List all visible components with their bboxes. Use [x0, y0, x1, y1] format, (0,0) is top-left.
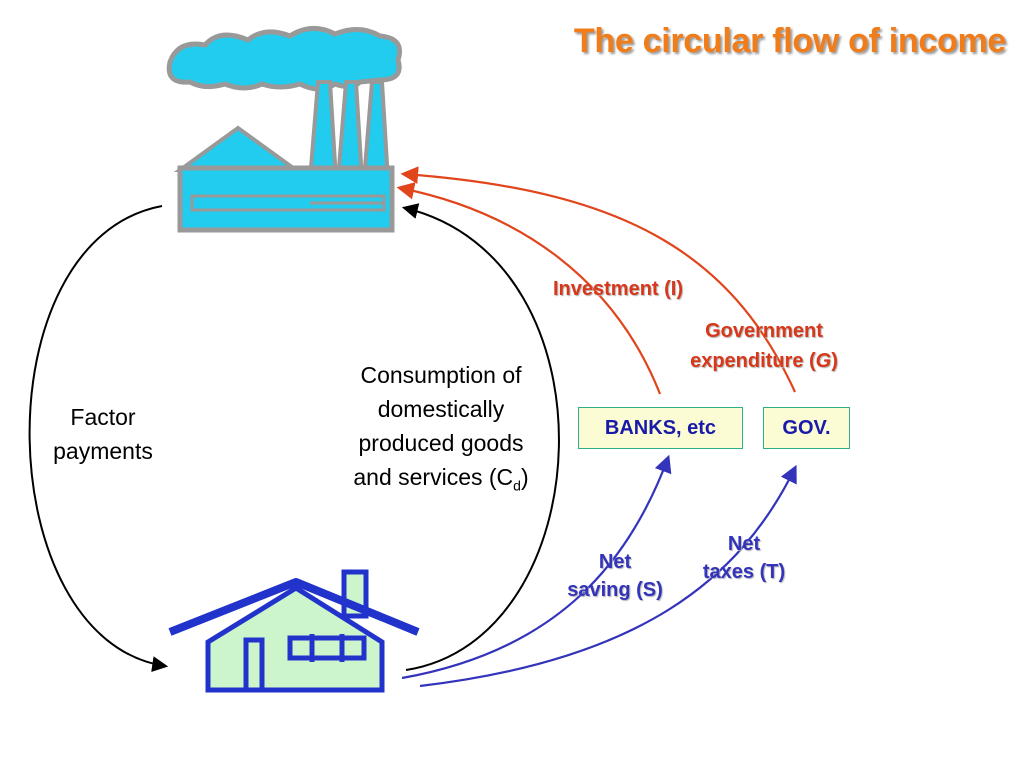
chimney-3 [361, 80, 391, 182]
gov-box: GOV. [763, 407, 850, 449]
house-icon [168, 569, 420, 693]
house-door [243, 637, 265, 693]
gov-expenditure-label: Government expenditure (G) [690, 320, 838, 372]
chimney-2 [335, 80, 365, 182]
house-window [287, 635, 367, 661]
factory-roof [173, 125, 303, 172]
factor-payments-arrow [28, 205, 169, 673]
chimney-1 [307, 80, 339, 182]
house-roof [168, 578, 420, 636]
diagram-title: The circular flow of income [573, 22, 1006, 60]
smoke-cloud [166, 26, 402, 92]
consumption-arrow [401, 203, 560, 671]
factory-icon [166, 26, 402, 233]
consumption-label: Consumption of domestically produced goo… [353, 362, 529, 494]
investment-label: Investment (I) [552, 278, 684, 300]
investment-arrow [396, 182, 662, 395]
factor-payments-label: Factor payments [53, 404, 153, 464]
gov-expenditure-arrow [400, 166, 796, 393]
net-saving-arrow [401, 454, 672, 680]
banks-box: BANKS, etc [578, 407, 743, 449]
net-taxes-arrow [419, 464, 797, 688]
net-taxes-label: Net taxes (T) [702, 533, 786, 583]
net-saving-label: Net saving (S) [567, 551, 663, 601]
